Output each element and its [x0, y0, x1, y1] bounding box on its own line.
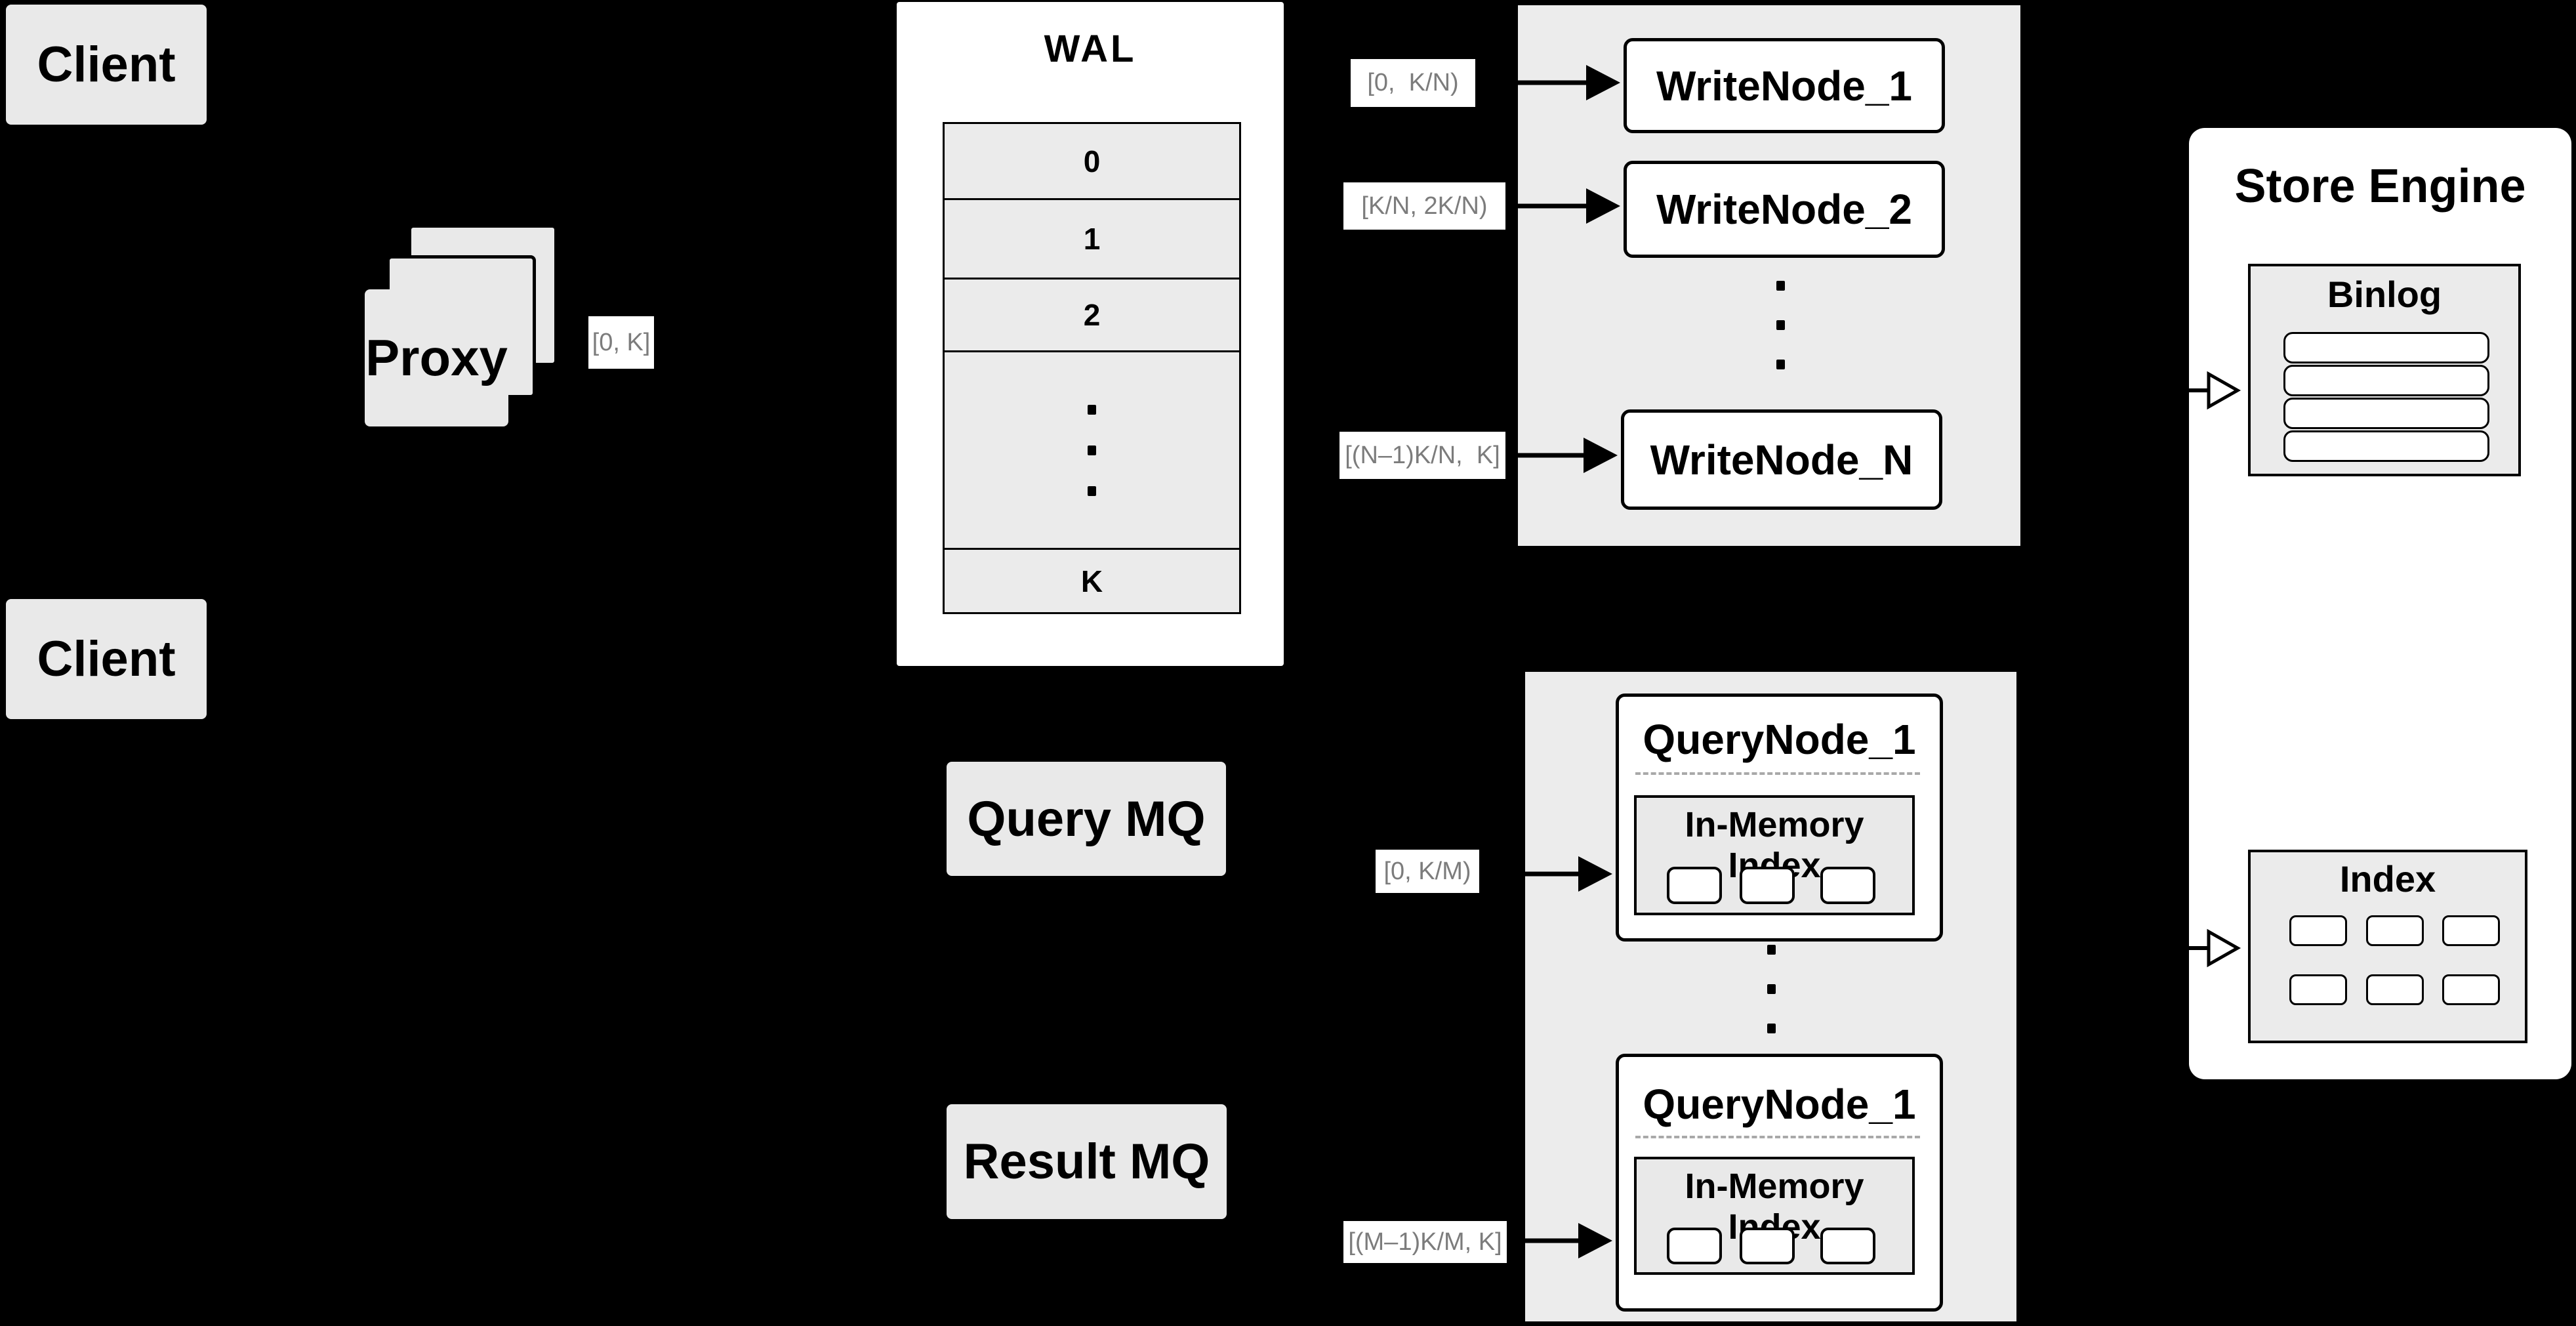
query-node-1-divider: [1635, 772, 1920, 775]
store-engine-title: Store Engine: [2234, 160, 2526, 213]
index-segment-cell: [1667, 1228, 1722, 1264]
result-mq-box: Result MQ: [947, 1104, 1227, 1219]
wal-title: WAL: [1044, 28, 1137, 70]
proxy-box: Proxy: [365, 289, 508, 426]
in-memory-index-1-box: In-Memory Index: [1634, 795, 1915, 915]
wal-panel: WAL 0 1 2 K: [897, 2, 1284, 666]
wal-segment-row-0: 0: [945, 124, 1239, 200]
binlog-row: [2283, 365, 2489, 396]
ellipsis-dot: [1088, 404, 1096, 415]
query-node-1-label: QueryNode_1: [1643, 716, 1916, 763]
index-segment-cell: [1740, 1228, 1795, 1264]
client-top-label: Client: [37, 37, 176, 93]
ellipsis-dot: [1088, 486, 1096, 496]
index-cell: [2366, 974, 2424, 1005]
query-node-1-box: QueryNode_1 In-Memory Index: [1616, 694, 1943, 942]
write-node-2-label: WriteNode_2: [1656, 186, 1913, 233]
binlog-row: [2283, 430, 2489, 462]
ellipsis-dot: [1776, 360, 1785, 369]
in-memory-index-2-box: In-Memory Index: [1634, 1157, 1915, 1275]
result-mq-label: Result MQ: [963, 1134, 1210, 1190]
arrow-into-binlog-icon: [2189, 371, 2241, 410]
client-middle-box: Client: [6, 599, 207, 719]
binlog-box: Binlog: [2248, 264, 2521, 476]
client-middle-label: Client: [37, 631, 176, 687]
index-cell: [2289, 974, 2347, 1005]
binlog-row: [2283, 332, 2489, 363]
range-chip-query-2: [(M–1)K/M, K]: [1343, 1221, 1507, 1263]
ellipsis-dot: [1767, 945, 1776, 955]
wal-segment-row-2: 2: [945, 280, 1239, 352]
ellipsis-dot: [1088, 445, 1096, 455]
index-cell: [2442, 915, 2500, 946]
in-memory-index-2-label: In-Memory Index: [1685, 1167, 1864, 1247]
write-node-1-label: WriteNode_1: [1656, 62, 1913, 110]
query-mq-box: Query MQ: [947, 762, 1226, 876]
arrow-to-writenode-1-icon: [1475, 65, 1620, 100]
index-box: Index: [2248, 850, 2527, 1043]
range-chip-write-n: [(N–1)K/N, K]: [1339, 432, 1505, 479]
arrow-to-querynode-2-icon: [1507, 1223, 1612, 1258]
write-node-n-box: WriteNode_N: [1621, 409, 1942, 510]
range-chip-write-1: [0, K/N): [1351, 59, 1475, 107]
range-chip-proxy: [0, K]: [588, 316, 654, 369]
store-engine-box: Store Engine Binlog Index: [2189, 128, 2571, 1079]
proxy-label: Proxy: [365, 329, 508, 386]
query-node-2-label: QueryNode_1: [1643, 1081, 1916, 1128]
wal-segment-row-1: 1: [945, 200, 1239, 280]
range-chip-write-2: [K/N, 2K/N): [1343, 182, 1505, 230]
wal-segment-row-k: K: [1080, 564, 1103, 598]
write-node-1-box: WriteNode_1: [1624, 38, 1945, 133]
index-cell: [2366, 915, 2424, 946]
index-segment-cell: [1820, 1228, 1875, 1264]
binlog-row: [2283, 398, 2489, 429]
query-mq-label: Query MQ: [967, 791, 1206, 847]
index-segment-cell: [1740, 867, 1795, 904]
ellipsis-dot: [1776, 281, 1785, 291]
client-top-box: Client: [6, 5, 207, 125]
index-cell: [2442, 974, 2500, 1005]
index-cell: [2289, 915, 2347, 946]
write-node-2-box: WriteNode_2: [1624, 161, 1945, 258]
write-node-n-label: WriteNode_N: [1650, 436, 1913, 484]
query-node-2-divider: [1635, 1136, 1920, 1138]
ellipsis-dot: [1767, 984, 1776, 994]
index-segment-cell: [1667, 867, 1722, 904]
index-title: Index: [2339, 858, 2436, 900]
arrow-into-index-icon: [2189, 928, 2241, 968]
arrow-to-querynode-1-icon: [1479, 856, 1612, 892]
binlog-title: Binlog: [2327, 274, 2442, 315]
range-chip-query-1: [0, K/M): [1376, 850, 1479, 893]
query-node-2-box: QueryNode_1 In-Memory Index: [1616, 1054, 1943, 1312]
wal-segment-table: 0 1 2 K: [943, 122, 1241, 614]
ellipsis-dot: [1776, 320, 1785, 330]
arrow-to-writenode-n-icon: [1505, 438, 1618, 473]
index-segment-cell: [1820, 867, 1875, 904]
arrow-to-writenode-2-icon: [1505, 188, 1620, 224]
ellipsis-dot: [1767, 1024, 1776, 1033]
wal-ellipsis: [945, 352, 1239, 550]
